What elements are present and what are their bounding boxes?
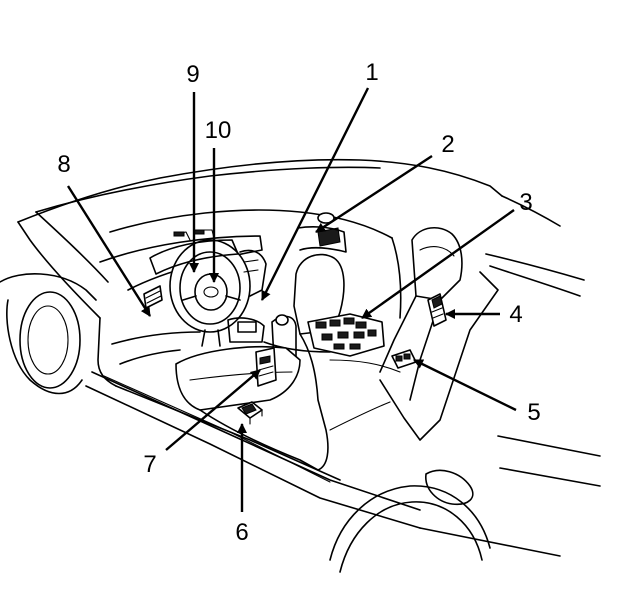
leader-lines [66, 87, 517, 512]
car-body [0, 158, 601, 573]
floor [111, 331, 401, 431]
callout-3: 3 [519, 189, 532, 216]
leader-8 [66, 185, 152, 317]
center-console [227, 314, 331, 369]
callout-9: 9 [186, 61, 199, 88]
callout-2: 2 [441, 131, 454, 158]
left-vent [143, 285, 163, 309]
callout-5: 5 [527, 399, 540, 426]
module-6-floor-connector [237, 401, 263, 425]
callout-7: 7 [143, 451, 156, 478]
callout-10: 10 [205, 117, 232, 144]
callout-labels: 1 2 3 4 5 6 7 8 9 10 [57, 59, 540, 546]
leader-7 [165, 369, 261, 451]
module-3-switch-panel [307, 313, 385, 357]
callout-6: 6 [235, 519, 248, 546]
module-4-pillar-unit [427, 293, 447, 327]
instrument-cluster [149, 229, 267, 297]
module-7-seat-module [255, 347, 277, 387]
callout-4: 4 [509, 301, 522, 328]
leader-5 [413, 358, 517, 412]
callout-1: 1 [365, 59, 378, 86]
leader-2 [315, 154, 433, 234]
leader-3 [361, 209, 515, 319]
leader-1 [260, 87, 370, 301]
callout-8: 8 [57, 151, 70, 178]
module-5-connector [391, 349, 417, 369]
